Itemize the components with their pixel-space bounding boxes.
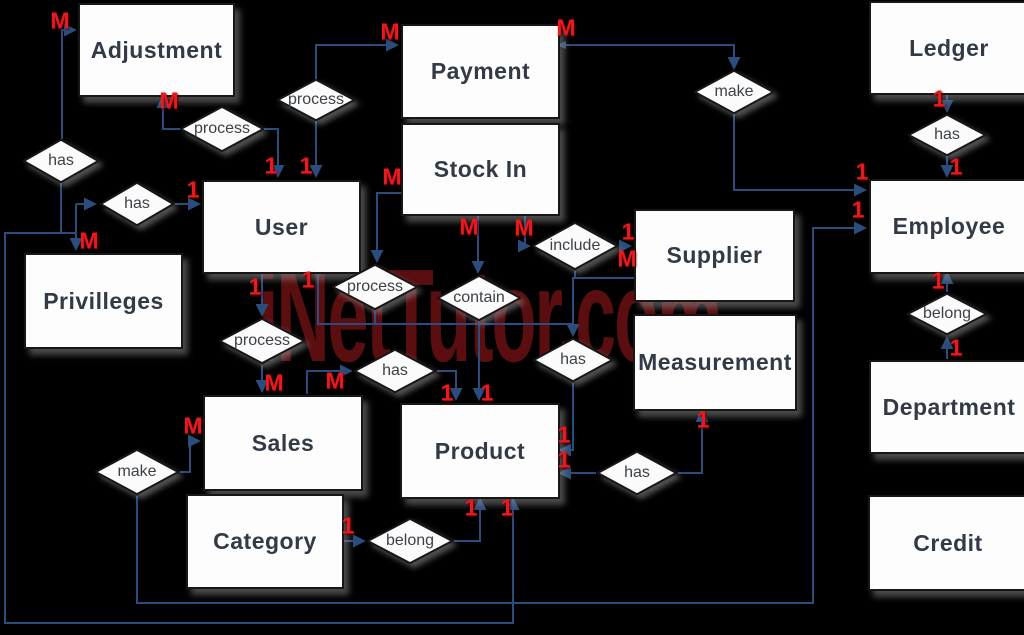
cardinality-m-stockin-include: M [514, 214, 534, 241]
relationship-include-stockin-supplier: include [532, 222, 618, 270]
relationship-has-user-privilleges: has [100, 182, 174, 226]
cardinality-one-employee-left-upper: 1 [855, 158, 869, 185]
entity-department: Department [869, 360, 1024, 454]
entity-category: Category [186, 494, 344, 589]
relationship-contain-stockin-product: contain [437, 275, 521, 321]
cardinality-m-supplier-left: M [617, 245, 637, 272]
relationship-label: make [117, 463, 157, 480]
relationship-make-sales-employee: make [95, 449, 179, 495]
entity-label: Supplier [666, 242, 763, 268]
cardinality-one-user-top-left: 1 [264, 152, 278, 179]
relationship-has-adjustment-product: has [23, 139, 99, 183]
entity-supplier: Supplier [634, 209, 795, 302]
cardinality-one-product-top-left: 1 [440, 379, 454, 406]
relationship-label: process [233, 332, 291, 349]
entity-label: Credit [913, 529, 983, 556]
cardinality-one-ledger-bottom: 1 [932, 85, 946, 112]
cardinality-m-sales-top-right: M [325, 367, 345, 394]
entity-stock-in: Stock In [401, 123, 560, 216]
entity-adjustment: Adjustment [78, 3, 235, 97]
cardinality-m-sales-top-left: M [264, 369, 284, 396]
relationship-process-user-stockin: process [332, 264, 418, 310]
entity-payment: Payment [401, 24, 560, 119]
entity-product: Product [400, 403, 560, 499]
entity-label: Employee [892, 213, 1006, 239]
cardinality-one-user-bottom-right: 1 [301, 266, 315, 293]
cardinality-one-user-bottom-left: 1 [248, 273, 262, 300]
cardinality-m-stockin-contain: M [459, 213, 479, 240]
cardinality-m-payment-left: M [380, 18, 400, 45]
entity-sales: Sales [203, 395, 363, 491]
relationship-process-user-sales: process [219, 318, 305, 364]
relationship-has-sales-product: has [354, 349, 436, 393]
relationship-label: has [624, 464, 650, 481]
entity-label: Category [213, 528, 317, 554]
cardinality-one-product-right-lower: 1 [557, 446, 571, 473]
cardinality-m-privilleges-top: M [79, 227, 99, 254]
cardinality-m-payment-right: M [556, 14, 576, 41]
cardinality-one-product-bottom-right: 1 [500, 494, 514, 521]
relationship-label: has [48, 152, 74, 169]
cardinality-one-measurement-bottom: 1 [696, 406, 710, 433]
entity-label: Product [434, 437, 526, 464]
relationship-has-product-measurement: has [597, 451, 677, 495]
entity-label: User [254, 213, 309, 240]
entity-label: Measurement [638, 349, 792, 375]
relationship-process-payment-user: process [277, 79, 355, 121]
cardinality-one-product-top-right: 1 [480, 379, 494, 406]
relationship-label: has [382, 362, 408, 379]
relationship-process-adjustment-user: process [180, 106, 264, 152]
cardinality-one-user-top-right: 1 [299, 152, 313, 179]
cardinality-m-stockin-left: M [382, 163, 402, 190]
relationship-label: has [560, 351, 586, 368]
entity-label: Sales [251, 429, 315, 456]
relationship-label: belong [385, 532, 435, 549]
cardinality-m-sales-left: M [183, 412, 203, 439]
entity-employee: Employee [869, 179, 1024, 274]
cardinality-one-product-bottom-left: 1 [464, 494, 478, 521]
cardinality-one-supplier-left: 1 [621, 218, 635, 245]
cardinality-one-user-left: 1 [186, 176, 200, 203]
entity-measurement: Measurement [633, 314, 797, 411]
relationship-label: has [934, 126, 960, 143]
entity-label: Payment [430, 58, 531, 84]
relationship-belong-employee-department: belong [907, 293, 987, 335]
entity-label: Department [882, 393, 1016, 420]
cardinality-one-product-right-upper: 1 [557, 421, 571, 448]
relationship-label: process [346, 278, 404, 295]
relationship-make-payment-employee: make [694, 70, 774, 114]
entity-label: Privilleges [43, 287, 164, 314]
entity-ledger: Ledger [869, 1, 1024, 95]
cardinality-one-employee-left-lower: 1 [851, 196, 865, 223]
relationship-has-supplier-product: has [533, 338, 613, 382]
entity-user: User [202, 180, 361, 274]
entity-credit: Credit [868, 495, 1024, 591]
relationship-label: include [549, 237, 601, 254]
relationship-label: belong [922, 305, 972, 322]
relationship-label: make [714, 83, 754, 100]
entity-privilleges: Privilleges [24, 253, 183, 349]
relationship-belong-category-product: belong [367, 518, 453, 564]
cardinality-one-category-right: 1 [341, 512, 355, 539]
entity-label: Stock In [433, 156, 528, 182]
relationship-has-ledger-employee: has [908, 114, 986, 156]
relationship-label: has [124, 195, 150, 212]
relationship-label: process [193, 120, 251, 137]
cardinality-one-department-top: 1 [949, 334, 963, 361]
cardinality-m-adjustment-bottom: M [159, 87, 179, 114]
relationship-label: contain [453, 289, 505, 306]
entity-label: Ledger [909, 34, 989, 61]
cardinality-one-employee-bottom: 1 [931, 267, 945, 294]
relationship-label: process [287, 91, 345, 108]
cardinality-m-adjustment-left: M [50, 7, 70, 34]
entity-label: Adjustment [90, 36, 223, 63]
cardinality-one-employee-top: 1 [949, 153, 963, 180]
